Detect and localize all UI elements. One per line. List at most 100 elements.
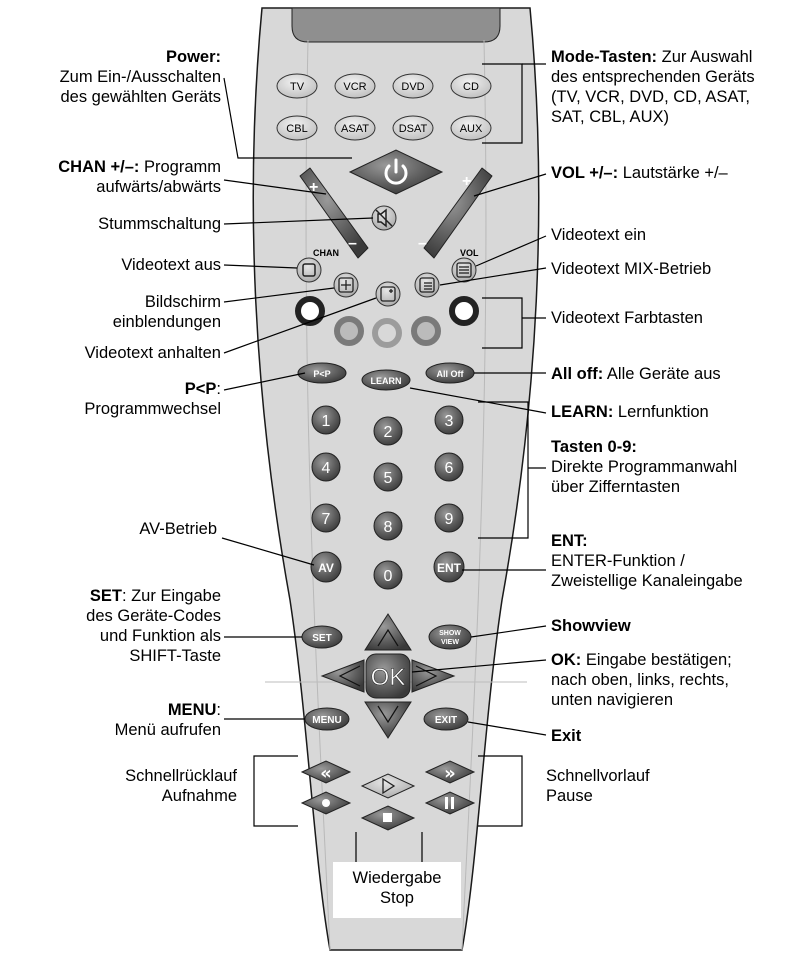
nav-right-icon bbox=[415, 665, 438, 687]
learn-line-1: Lernfunktion bbox=[613, 403, 709, 421]
rewind-icon: « bbox=[320, 763, 332, 784]
mode-key-dvd-label: DVD bbox=[401, 81, 424, 93]
videotext-off-callout: Videotext aus bbox=[121, 256, 221, 274]
exit-title: Exit bbox=[551, 727, 582, 745]
mode-key-cd bbox=[450, 73, 492, 99]
pause-label: Pause bbox=[546, 787, 593, 805]
av-key-label: AV bbox=[318, 561, 334, 575]
set-button-label: SET bbox=[312, 633, 331, 644]
osd-icon bbox=[338, 277, 354, 293]
ok-button-label: OK bbox=[371, 664, 406, 691]
stop-icon bbox=[383, 813, 392, 822]
videotext-mix-icon bbox=[419, 277, 435, 293]
vol-line-1: Lautstärke +/– bbox=[618, 164, 728, 182]
mode-key-dsat-label: DSAT bbox=[399, 123, 428, 135]
nav-left-button bbox=[320, 659, 365, 693]
videotext-on-icon bbox=[456, 262, 472, 278]
set-callout: SET: Zur Eingabe des Geräte-Codes und Fu… bbox=[86, 586, 221, 666]
learn-callout: LEARN: Lernfunktion bbox=[551, 402, 709, 422]
mute-button bbox=[371, 205, 397, 231]
alloff-title: All off: bbox=[551, 365, 604, 383]
digit-key-9 bbox=[434, 503, 464, 533]
digit-key-8-label: 8 bbox=[384, 519, 393, 536]
pause-button bbox=[424, 791, 476, 815]
play-icon bbox=[382, 777, 396, 795]
digit-key-7 bbox=[311, 503, 341, 533]
mode-line-3: (TV, VCR, DVD, CD, ASAT, bbox=[551, 88, 750, 106]
nav-left-icon bbox=[338, 665, 361, 687]
power-line-2: des gewählten Geräts bbox=[60, 88, 221, 106]
videotext-off-icon bbox=[302, 263, 316, 277]
chan-label: CHAN bbox=[313, 248, 339, 258]
color-key-blue bbox=[411, 316, 441, 346]
learn-button bbox=[361, 369, 411, 391]
ffwd-button bbox=[424, 760, 476, 784]
digit-key-1-label: 1 bbox=[322, 413, 331, 430]
digit-key-3 bbox=[434, 405, 464, 435]
pause-icon bbox=[445, 797, 454, 809]
osd-button bbox=[333, 272, 359, 298]
digit-key-7-label: 7 bbox=[322, 511, 331, 528]
vol-rocker bbox=[423, 167, 493, 259]
color-keys bbox=[295, 296, 479, 348]
power-callout: Power: Zum Ein-/Ausschalten des gewählte… bbox=[60, 47, 221, 107]
mode-key-dvd bbox=[392, 73, 434, 99]
digit-key-5-label: 5 bbox=[384, 470, 393, 487]
showview-button-label-2: VIEW bbox=[441, 639, 459, 646]
set-line-3: und Funktion als bbox=[99, 627, 221, 645]
stop-label: Stop bbox=[380, 889, 414, 907]
nav-right-button bbox=[411, 659, 456, 693]
videotext-on-callout: Videotext ein bbox=[551, 226, 647, 244]
nav-down-icon bbox=[377, 705, 399, 724]
remote-top-window bbox=[291, 7, 501, 43]
videotext-hold-button bbox=[375, 281, 401, 307]
learn-button-label: LEARN bbox=[371, 376, 402, 386]
mode-key-vcr bbox=[334, 73, 376, 99]
set-title: SET bbox=[89, 587, 122, 605]
pp-button bbox=[297, 362, 347, 384]
nav-down-button bbox=[364, 701, 412, 739]
ent-line-2: ENTER-Funktion / bbox=[551, 552, 685, 570]
power-icon bbox=[384, 158, 408, 185]
mode-key-tv-label: TV bbox=[290, 81, 305, 93]
alloff-line-1: Alle Geräte aus bbox=[603, 365, 721, 383]
mode-callout: Mode-Tasten: Zur Auswahl des entsprechen… bbox=[551, 47, 755, 127]
mode-key-aux-label: AUX bbox=[460, 123, 483, 135]
nav-up-icon bbox=[377, 628, 399, 647]
chan-rocker bbox=[299, 167, 369, 259]
digit-key-4-label: 4 bbox=[322, 460, 331, 477]
chan-minus: – bbox=[348, 235, 357, 252]
menu-colon: : bbox=[216, 701, 221, 719]
alloff-callout: All off: Alle Geräte aus bbox=[551, 364, 721, 384]
vol-minus: – bbox=[418, 235, 427, 252]
color-key-green bbox=[334, 316, 364, 346]
power-button bbox=[348, 149, 444, 195]
videotext-mix-callout: Videotext MIX-Betrieb bbox=[551, 260, 712, 278]
color-keys-callout: Videotext Farbtasten bbox=[551, 309, 703, 327]
set-line-4: SHIFT-Taste bbox=[129, 647, 221, 665]
ok-button bbox=[365, 653, 411, 699]
digit-key-0-label: 0 bbox=[384, 568, 393, 585]
ok-title: OK: bbox=[551, 651, 582, 669]
pp-line-2: Programmwechsel bbox=[84, 400, 221, 418]
mode-key-dsat bbox=[392, 115, 434, 141]
exit-button-label: EXIT bbox=[435, 715, 457, 726]
color-key-yellow bbox=[372, 318, 402, 348]
ent-key bbox=[433, 551, 465, 583]
mode-key-tv bbox=[276, 73, 318, 99]
pp-callout: P<P: Programmwechsel bbox=[84, 379, 221, 419]
mute-callout: Stummschaltung bbox=[98, 215, 221, 233]
chan-callout: CHAN +/–: Programm aufwärts/abwärts bbox=[58, 157, 221, 197]
play-label: Wiedergabe bbox=[352, 869, 442, 887]
videotext-off-button bbox=[296, 257, 322, 283]
mode-key-cd-label: CD bbox=[463, 81, 479, 93]
digit-key-8 bbox=[373, 511, 403, 541]
mode-key-vcr-label: VCR bbox=[343, 81, 366, 93]
digits-line-2: Direkte Programmanwahl bbox=[551, 458, 738, 476]
digits-line-3: über Zifferntasten bbox=[551, 478, 681, 496]
showview-callout: Showview bbox=[551, 616, 631, 636]
mode-line-2: des entsprechenden Geräts bbox=[551, 68, 755, 86]
vol-label: VOL bbox=[460, 248, 479, 258]
digits-title: Tasten 0-9: bbox=[551, 438, 637, 456]
